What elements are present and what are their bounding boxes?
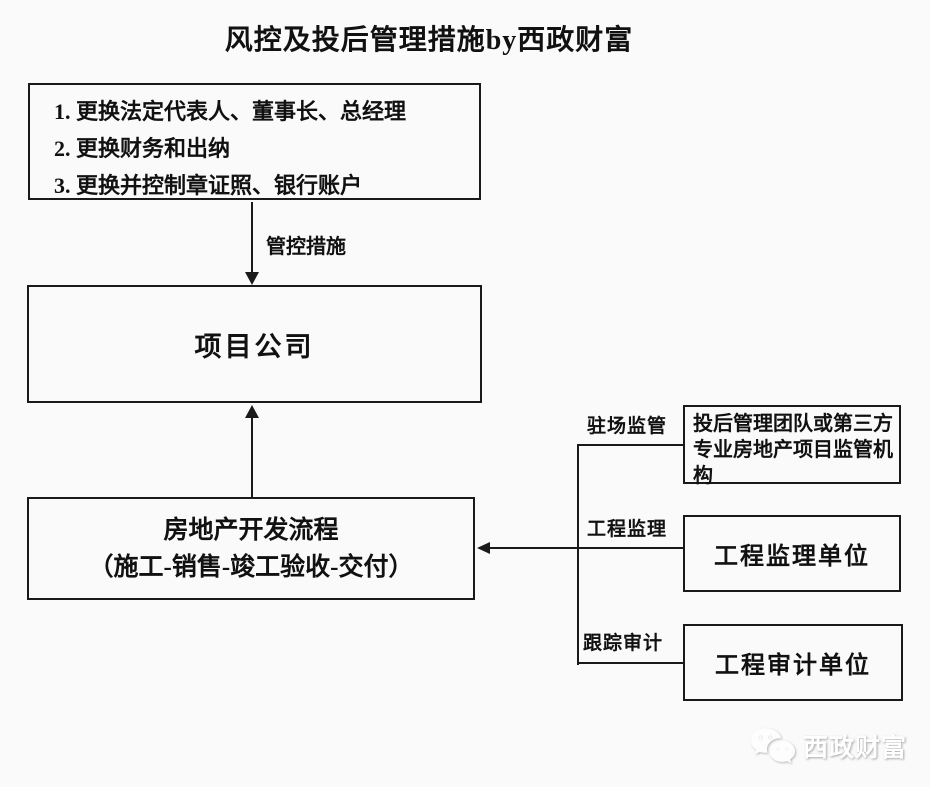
development-process-box: 房地产开发流程 （施工-销售-竣工验收-交付）	[27, 497, 475, 600]
development-process-stages: （施工-销售-竣工验收-交付）	[88, 553, 414, 581]
project-company-label: 项目公司	[194, 331, 315, 362]
branch-3-label: 跟踪审计	[583, 633, 664, 654]
arrow-measures-to-project-line	[251, 202, 253, 274]
branch-1-line	[577, 444, 683, 446]
branch-3-line	[577, 662, 683, 664]
page-title: 风控及投后管理措施by西政财富	[224, 25, 634, 56]
branch-spine-line	[577, 444, 579, 665]
engineering-audit-box: 工程审计单位	[683, 624, 903, 701]
watermark-brand-text: 西政财富	[803, 735, 908, 762]
engineering-supervision-label: 工程监理单位	[714, 544, 870, 570]
brand-watermark: 西政财富	[750, 726, 907, 766]
project-company-box: 项目公司	[27, 285, 482, 403]
development-process-title: 房地产开发流程	[163, 516, 339, 544]
supervision-agency-box: 投后管理团队或第三方专业房地产项目监管机构	[683, 405, 901, 487]
measure-item-3: 3. 更换并控制章证照、银行账户	[54, 173, 363, 198]
arrow-down-icon	[245, 272, 259, 285]
arrow-development-to-project-line	[251, 415, 253, 497]
engineering-supervision-box: 工程监理单位	[683, 515, 901, 592]
control-arrow-label: 管控措施	[266, 236, 346, 258]
engineering-audit-label: 工程审计单位	[715, 653, 871, 679]
arrow-left-icon	[477, 542, 490, 554]
control-measures-box: 1. 更换法定代表人、董事长、总经理 2. 更换财务和出纳 3. 更换并控制章证…	[28, 83, 481, 200]
measure-item-2: 2. 更换财务和出纳	[54, 136, 231, 161]
wechat-icon	[750, 726, 796, 766]
branch-1-label: 驻场监管	[587, 416, 668, 437]
branch-2-label: 工程监理	[587, 519, 668, 540]
measure-item-1: 1. 更换法定代表人、董事长、总经理	[54, 99, 407, 124]
arrow-up-icon	[245, 405, 259, 418]
branch-2-line	[488, 547, 683, 549]
supervision-agency-label: 投后管理团队或第三方专业房地产项目监管机构	[693, 413, 893, 487]
